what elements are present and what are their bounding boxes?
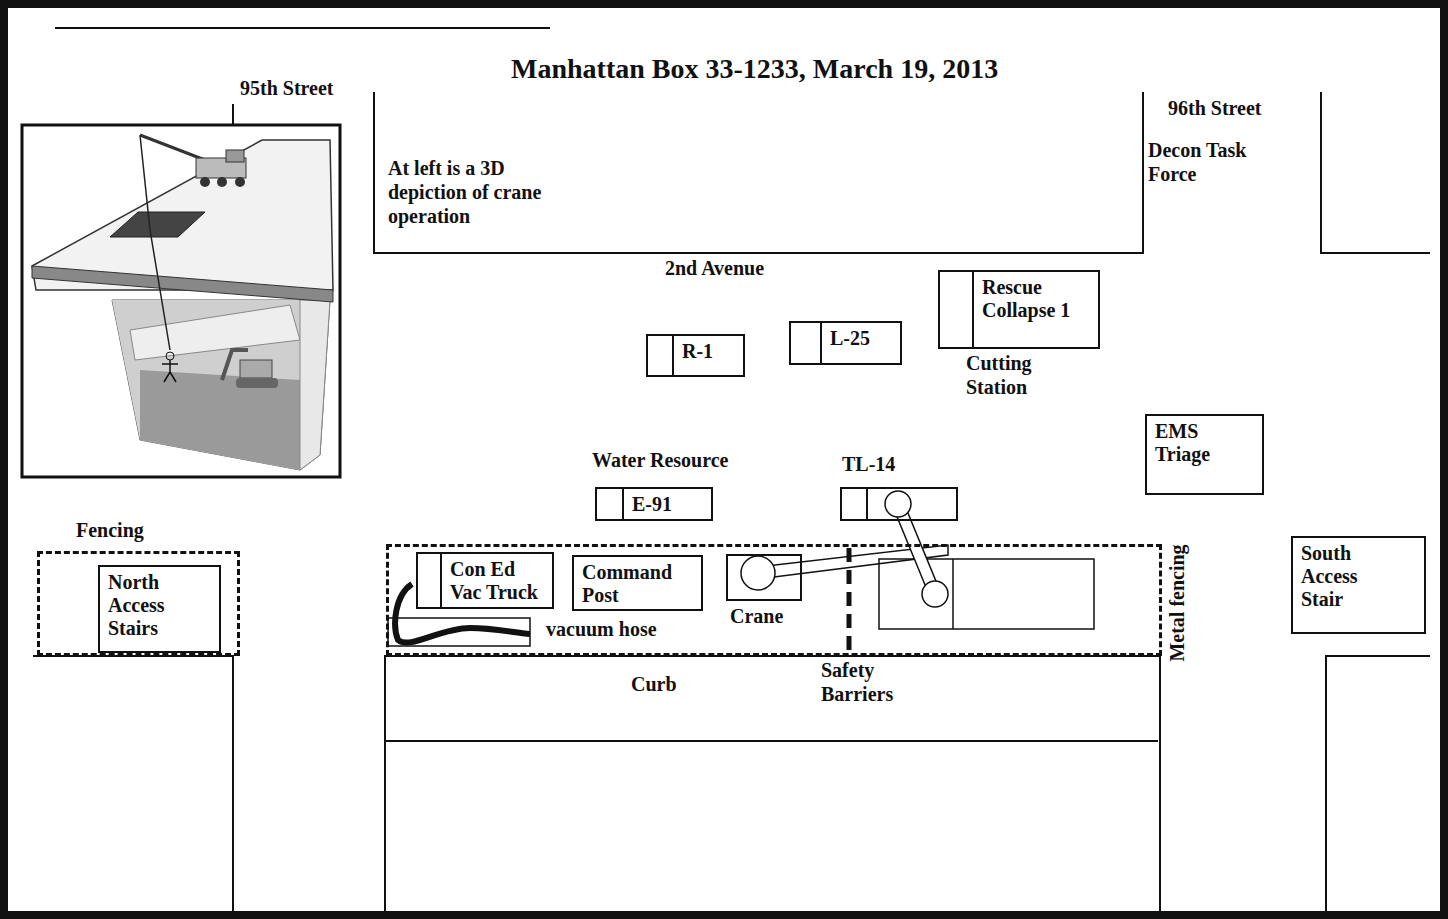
unit-box: Rescue Collapse 1 xyxy=(938,270,1100,349)
unit-label: E-91 xyxy=(632,493,672,516)
box-divider xyxy=(972,272,974,347)
unit-label: North Access Stairs xyxy=(108,571,190,640)
safety-barrier xyxy=(847,548,852,656)
unit-label: Fencing xyxy=(76,519,144,542)
map-label: 2nd Avenue xyxy=(665,256,764,280)
unit-box: Crane xyxy=(726,554,802,601)
frame xyxy=(4,4,1444,915)
map-label: vacuum hose xyxy=(546,617,657,641)
unit-label: Con Ed Vac Truck xyxy=(450,558,548,604)
unit-label: Rescue Collapse 1 xyxy=(982,276,1094,322)
unit-label: R-1 xyxy=(682,340,713,363)
unit-label: South Access Stair xyxy=(1301,542,1389,611)
unit-box: E-91 xyxy=(595,487,713,521)
diagram-title: Manhattan Box 33-1233, March 19, 2013 xyxy=(511,52,998,86)
unit-label: Command Post xyxy=(582,561,682,607)
unit-label: Metal fencing xyxy=(1166,544,1189,661)
unit-box: TL-14 xyxy=(840,487,958,521)
map-label: 96th Street xyxy=(1168,96,1262,120)
unit-label: TL-14 xyxy=(842,453,895,476)
unit-box: R-1 xyxy=(646,334,745,377)
cab-divider xyxy=(952,559,954,629)
unit-box: Command Post xyxy=(572,555,703,611)
map-label: Water Resource xyxy=(592,448,728,472)
map-label: At left is a 3D depiction of crane opera… xyxy=(388,156,566,228)
aerial-ladder xyxy=(885,491,948,607)
map-label: Decon Task Force xyxy=(1148,138,1273,186)
box-divider xyxy=(820,323,822,363)
fence-area: Metal fencingCon Ed Vac TruckCommand Pos… xyxy=(386,544,1162,656)
box-divider xyxy=(866,489,868,519)
fence-area: FencingNorth Access Stairs xyxy=(37,551,240,656)
rule xyxy=(55,27,550,29)
crane-3d-illustration xyxy=(22,125,340,477)
unit-box: L-25 xyxy=(789,321,902,365)
map-label: Cutting Station xyxy=(966,351,1066,399)
unit-box: Con Ed Vac Truck xyxy=(416,552,554,609)
unit-label: Crane xyxy=(730,605,783,628)
unit-box: South Access Stair xyxy=(1291,536,1426,634)
unit-label: L-25 xyxy=(830,327,870,350)
unit-label: EMS Triage xyxy=(1155,420,1237,466)
map-label: Safety Barriers xyxy=(821,658,921,706)
box-divider xyxy=(440,554,442,607)
unit-box: EMS Triage xyxy=(1145,414,1264,495)
ladder-truck-body xyxy=(879,559,1094,629)
map-label: Curb xyxy=(631,672,677,696)
map-label: 95th Street xyxy=(240,76,334,100)
box-divider xyxy=(672,336,674,375)
box-divider xyxy=(622,489,624,519)
street-lines xyxy=(33,92,1430,915)
unit-box: North Access Stairs xyxy=(98,565,221,653)
